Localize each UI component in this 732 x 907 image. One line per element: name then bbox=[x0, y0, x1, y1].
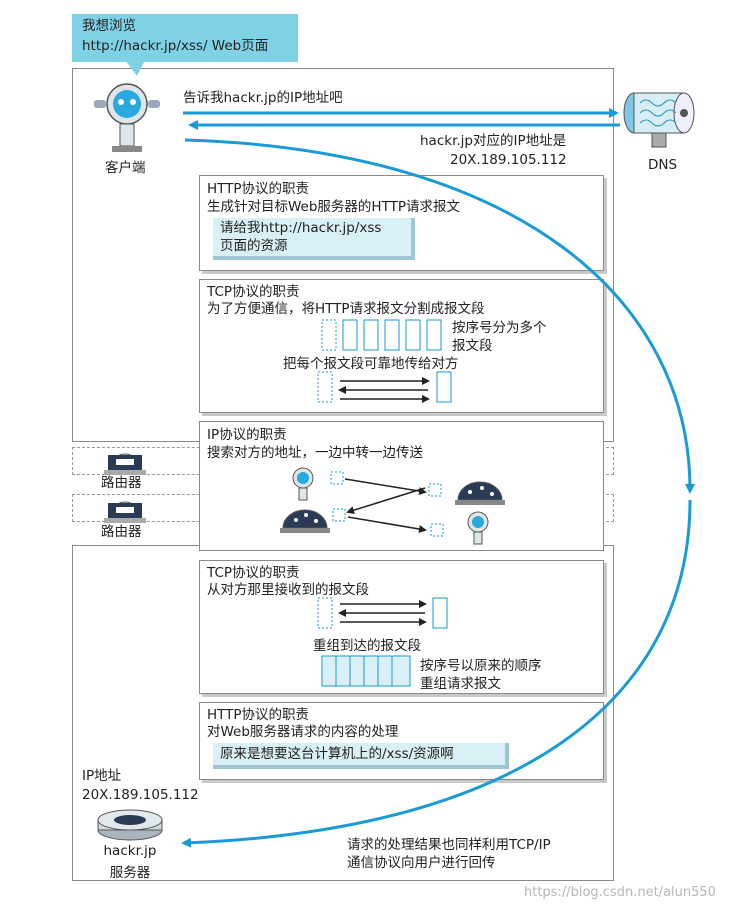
response-line-1: 请求的处理结果也同样利用TCP/IP bbox=[347, 837, 551, 853]
speech-line-2: http://hackr.jp/xss/ Web页面 bbox=[82, 38, 269, 54]
dns-query-text: 告诉我hackr.jp的IP地址吧 bbox=[183, 90, 343, 106]
server-ip-label: IP地址 bbox=[82, 768, 122, 784]
http-server-title: HTTP协议的职责 bbox=[207, 707, 310, 723]
tcp-server-note-1: 按序号以原来的顺序 bbox=[420, 658, 542, 674]
http-client-title: HTTP协议的职责 bbox=[207, 181, 310, 197]
response-line-2: 通信协议向用户进行回传 bbox=[347, 855, 496, 871]
ip-relay bbox=[280, 467, 505, 545]
tcp-client-send-desc: 把每个报文段可靠地传给对方 bbox=[283, 356, 459, 372]
http-server-desc: 对Web服务器请求的内容的处理 bbox=[207, 724, 399, 740]
server-icon bbox=[97, 809, 163, 841]
dns-server-icon bbox=[623, 92, 695, 148]
router-icon-1 bbox=[104, 453, 146, 475]
request-curve-arrow bbox=[184, 138, 695, 494]
tcp-send-arrows bbox=[317, 371, 452, 403]
tcp-server-title: TCP协议的职责 bbox=[207, 565, 300, 581]
router-icon-2 bbox=[104, 501, 146, 523]
server-ip-value: 20X.189.105.112 bbox=[82, 787, 199, 803]
speech-bubble bbox=[72, 14, 298, 62]
tcp-receive-arrows bbox=[317, 597, 448, 629]
ip-title: IP协议的职责 bbox=[207, 427, 287, 443]
dns-answer-line-1: hackr.jp对应的IP地址是 bbox=[420, 133, 567, 149]
client-label: 客户端 bbox=[105, 160, 146, 176]
http-request-line-1: 请给我http://hackr.jp/xss bbox=[220, 220, 382, 236]
reassembled-message bbox=[321, 655, 411, 687]
http-server-message: 原来是想要这台计算机上的/xss/资源啊 bbox=[213, 743, 509, 769]
http-request-message: 请给我http://hackr.jp/xss 页面的资源 bbox=[213, 218, 415, 260]
router-label-1: 路由器 bbox=[101, 475, 142, 491]
client-robot-icon bbox=[94, 83, 160, 152]
tcp-segments bbox=[321, 319, 442, 351]
dns-answer-line-2: 20X.189.105.112 bbox=[450, 152, 567, 168]
ip-box bbox=[199, 421, 604, 551]
tcp-server-desc: 从对方那里接收到的报文段 bbox=[207, 582, 369, 598]
speech-line-1: 我想浏览 bbox=[82, 18, 136, 34]
tcp-client-desc: 为了方便通信，将HTTP请求报文分割成报文段 bbox=[207, 301, 485, 317]
server-name-line-2: 服务器 bbox=[109, 865, 151, 881]
tcp-server-note-2: 重组请求报文 bbox=[420, 676, 501, 692]
response-curve-arrow bbox=[181, 499, 692, 848]
watermark: https://blog.csdn.net/alun550 bbox=[524, 885, 716, 900]
dns-label: DNS bbox=[648, 157, 678, 173]
router-label-2: 路由器 bbox=[101, 524, 142, 540]
tcp-client-note-1: 按序号分为多个 bbox=[452, 320, 547, 336]
tcp-client-title: TCP协议的职责 bbox=[207, 284, 300, 300]
tcp-client-note-2: 报文段 bbox=[452, 338, 493, 354]
server-name-line-1: hackr.jp bbox=[103, 843, 157, 859]
tcp-server-reassemble: 重组到达的报文段 bbox=[313, 638, 421, 654]
http-server-message-text: 原来是想要这台计算机上的/xss/资源啊 bbox=[220, 746, 454, 762]
http-request-line-2: 页面的资源 bbox=[220, 238, 288, 254]
ip-desc: 搜索对方的地址，一边中转一边传送 bbox=[207, 445, 423, 461]
http-client-desc: 生成针对目标Web服务器的HTTP请求报文 bbox=[207, 199, 460, 215]
